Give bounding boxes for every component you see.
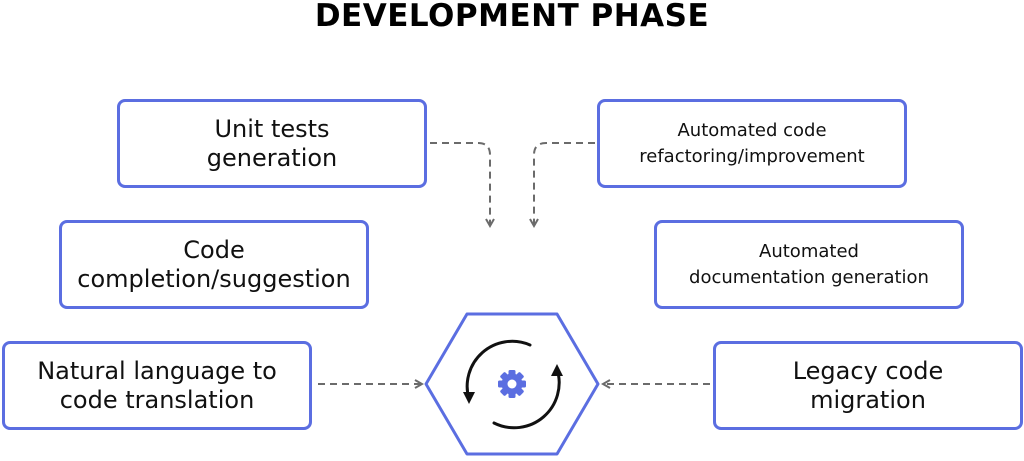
box-unit-tests-generation: Unit tests generation xyxy=(117,99,427,188)
diagram-title: DEVELOPMENT PHASE xyxy=(314,0,710,34)
arrow-refactoring xyxy=(529,142,595,229)
arrow-unit-tests xyxy=(430,142,495,229)
box-label: Unit tests generation xyxy=(206,114,338,172)
box-label: Natural language to code translation xyxy=(37,356,277,414)
box-label: Code completion/suggestion xyxy=(77,235,351,293)
box-label: Automated documentation generation xyxy=(689,240,929,288)
box-automated-code-refactoring: Automated code refactoring/improvement xyxy=(597,99,907,188)
box-label: Legacy code migration xyxy=(792,356,944,414)
center-hexagon xyxy=(424,312,600,456)
box-automated-documentation: Automated documentation generation xyxy=(654,220,964,309)
box-code-completion: Code completion/suggestion xyxy=(59,220,369,309)
box-label: Automated code refactoring/improvement xyxy=(639,119,865,167)
gear-icon xyxy=(498,370,526,398)
box-natural-language-translation: Natural language to code translation xyxy=(2,341,312,430)
box-legacy-code-migration: Legacy code migration xyxy=(713,341,1023,430)
refresh-arrows-icon xyxy=(465,339,561,430)
